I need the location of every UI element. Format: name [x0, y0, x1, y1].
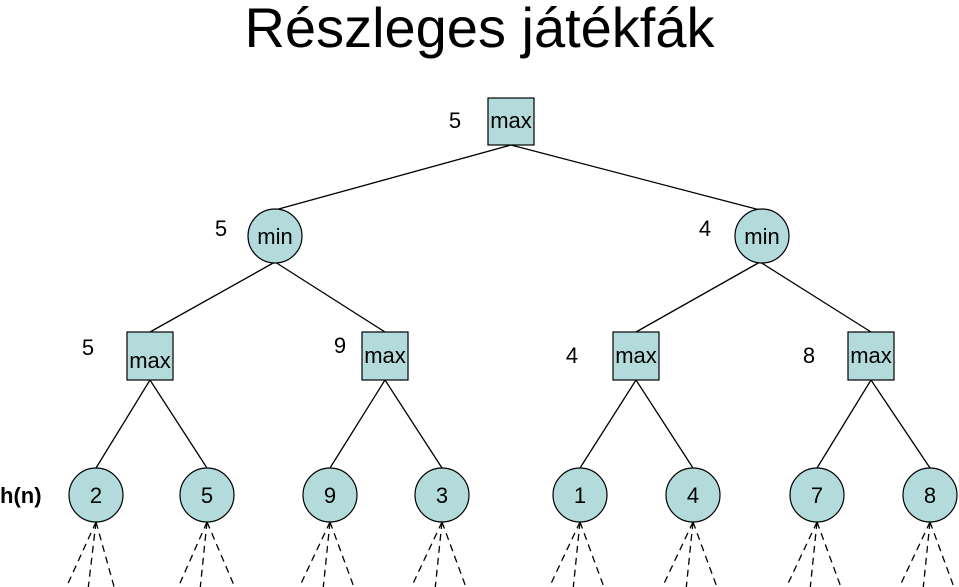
edge-max1-leaf1	[95, 379, 151, 469]
max-node-2: max 9	[334, 331, 409, 381]
leaf-circle	[68, 467, 124, 523]
tree-edges	[95, 144, 931, 469]
leaf-circle	[552, 467, 608, 523]
leaf-node-3: 9	[302, 467, 358, 523]
min-node-2: min 4	[699, 208, 790, 264]
leaf-circle	[179, 467, 235, 523]
edge-min1-max2	[274, 261, 386, 333]
max-label: max	[129, 348, 171, 373]
dashed-subtrees	[65, 521, 955, 587]
edge-root-min1	[274, 144, 512, 211]
leaf-circle	[302, 467, 358, 523]
root-label: max	[490, 108, 532, 133]
edge-max3-leaf6	[635, 379, 694, 469]
edge-root-min2	[510, 144, 761, 211]
edge-max4-leaf8	[870, 379, 931, 469]
max-box	[126, 331, 174, 381]
leaf-circle	[665, 467, 721, 523]
max-node-3: max 4	[566, 331, 660, 381]
root-value: 5	[449, 108, 461, 133]
dash-line	[809, 521, 818, 587]
dash-line	[929, 521, 955, 587]
dash-line	[785, 521, 818, 587]
max-box	[361, 331, 409, 381]
leaf-value: 4	[687, 483, 699, 508]
min-circle	[734, 208, 790, 264]
edge-max3-leaf5	[579, 379, 637, 469]
dash-line	[65, 521, 97, 587]
leaf-value: 7	[811, 483, 823, 508]
heuristic-label: h(n)	[0, 483, 42, 508]
max-box	[847, 331, 895, 381]
leaf-node-2: 5	[179, 467, 235, 523]
max-label: max	[850, 343, 892, 368]
edge-max2-leaf4	[384, 379, 443, 469]
leaf-node-1: 2	[68, 467, 124, 523]
dash-line	[898, 521, 931, 587]
leaf-node-8: 8	[902, 467, 958, 523]
dash-line	[298, 521, 331, 587]
max-node-1: max 5	[82, 331, 174, 381]
dash-line	[579, 521, 605, 587]
min-value: 5	[215, 216, 227, 241]
root-max-box	[487, 97, 535, 146]
root-node: max 5	[449, 97, 535, 146]
max-value: 9	[334, 333, 346, 358]
edge-min1-max1	[149, 261, 276, 333]
max-value: 4	[566, 343, 578, 368]
leaf-circle	[902, 467, 958, 523]
max-label: max	[615, 343, 657, 368]
leaf-node-5: 1	[552, 467, 608, 523]
edge-min2-max4	[759, 261, 872, 333]
max-node-4: max 8	[803, 331, 895, 381]
dash-line	[177, 521, 208, 587]
min-label: min	[257, 224, 292, 249]
min-value: 4	[699, 216, 711, 241]
leaf-value: 9	[324, 483, 336, 508]
dash-line	[329, 521, 355, 587]
dash-line	[95, 521, 115, 587]
dash-line	[322, 521, 331, 587]
edge-max4-leaf7	[816, 379, 872, 469]
min-label: min	[744, 224, 779, 249]
max-label: max	[364, 343, 406, 368]
leaf-circle	[789, 467, 845, 523]
leaf-value: 1	[574, 483, 586, 508]
leaf-value: 5	[201, 483, 213, 508]
dash-line	[410, 521, 443, 587]
leaf-node-7: 7	[789, 467, 845, 523]
edge-max1-leaf2	[149, 379, 208, 469]
dash-line	[548, 521, 581, 587]
dash-line	[206, 521, 236, 587]
leaf-circle	[414, 467, 470, 523]
dash-line	[572, 521, 581, 587]
leaf-value: 2	[90, 483, 102, 508]
leaf-node-6: 4	[665, 467, 721, 523]
dash-line	[816, 521, 842, 587]
dash-line	[441, 521, 467, 587]
page-title: Részleges játékfák	[244, 0, 715, 59]
dash-line	[661, 521, 694, 587]
dash-line	[685, 521, 694, 587]
min-circle	[247, 208, 303, 264]
dash-line	[692, 521, 718, 587]
edge-min2-max3	[635, 261, 761, 333]
dash-line	[87, 521, 97, 587]
max-box	[612, 331, 660, 381]
dash-line	[199, 521, 208, 587]
max-value: 5	[82, 335, 94, 360]
leaf-value: 8	[924, 483, 936, 508]
max-value: 8	[803, 343, 815, 368]
dash-line	[434, 521, 443, 587]
leaf-value: 3	[436, 483, 448, 508]
leaf-node-4: 3	[414, 467, 470, 523]
min-node-1: min 5	[215, 208, 303, 264]
dash-line	[922, 521, 931, 587]
edge-max2-leaf3	[329, 379, 386, 469]
